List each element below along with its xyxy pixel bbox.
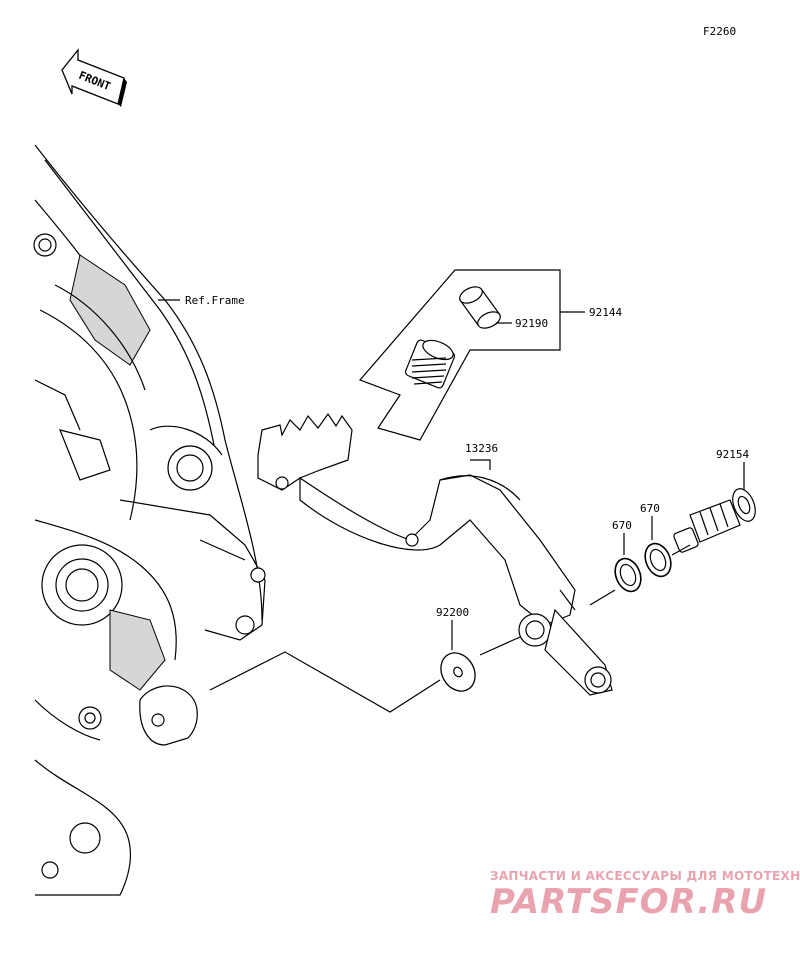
callout-ref-frame: Ref.Frame [185, 294, 245, 307]
callout-92144: 92144 [589, 306, 622, 319]
frame-outline [33, 144, 266, 896]
spring-icon [404, 339, 456, 389]
watermark-tagline: ЗАПЧАСТИ И АКСЕССУАРЫ ДЛЯ МОТОТЕХНИКИ [490, 869, 800, 883]
callout-92190: 92190 [515, 317, 548, 330]
callout-670-a: 670 [612, 519, 632, 532]
seal-670-a [614, 557, 642, 593]
sleeve-92190 [459, 286, 501, 329]
kit-92144-outline [358, 269, 561, 441]
assembly-line [209, 651, 441, 713]
figure-code: F2260 [703, 25, 736, 38]
seal-670-b [644, 542, 672, 578]
callout-92154: 92154 [716, 448, 749, 461]
callout-670-b: 670 [640, 502, 660, 515]
brake-pedal-13236 [257, 412, 613, 696]
front-arrow-icon: FRONT [61, 48, 127, 107]
watermark-brand: PARTSFOR.RU [490, 882, 767, 922]
callout-13236: 13236 [465, 442, 498, 455]
pivot-bolt-92154 [673, 488, 756, 553]
washer-92200 [440, 652, 476, 692]
callout-92200: 92200 [436, 606, 469, 619]
